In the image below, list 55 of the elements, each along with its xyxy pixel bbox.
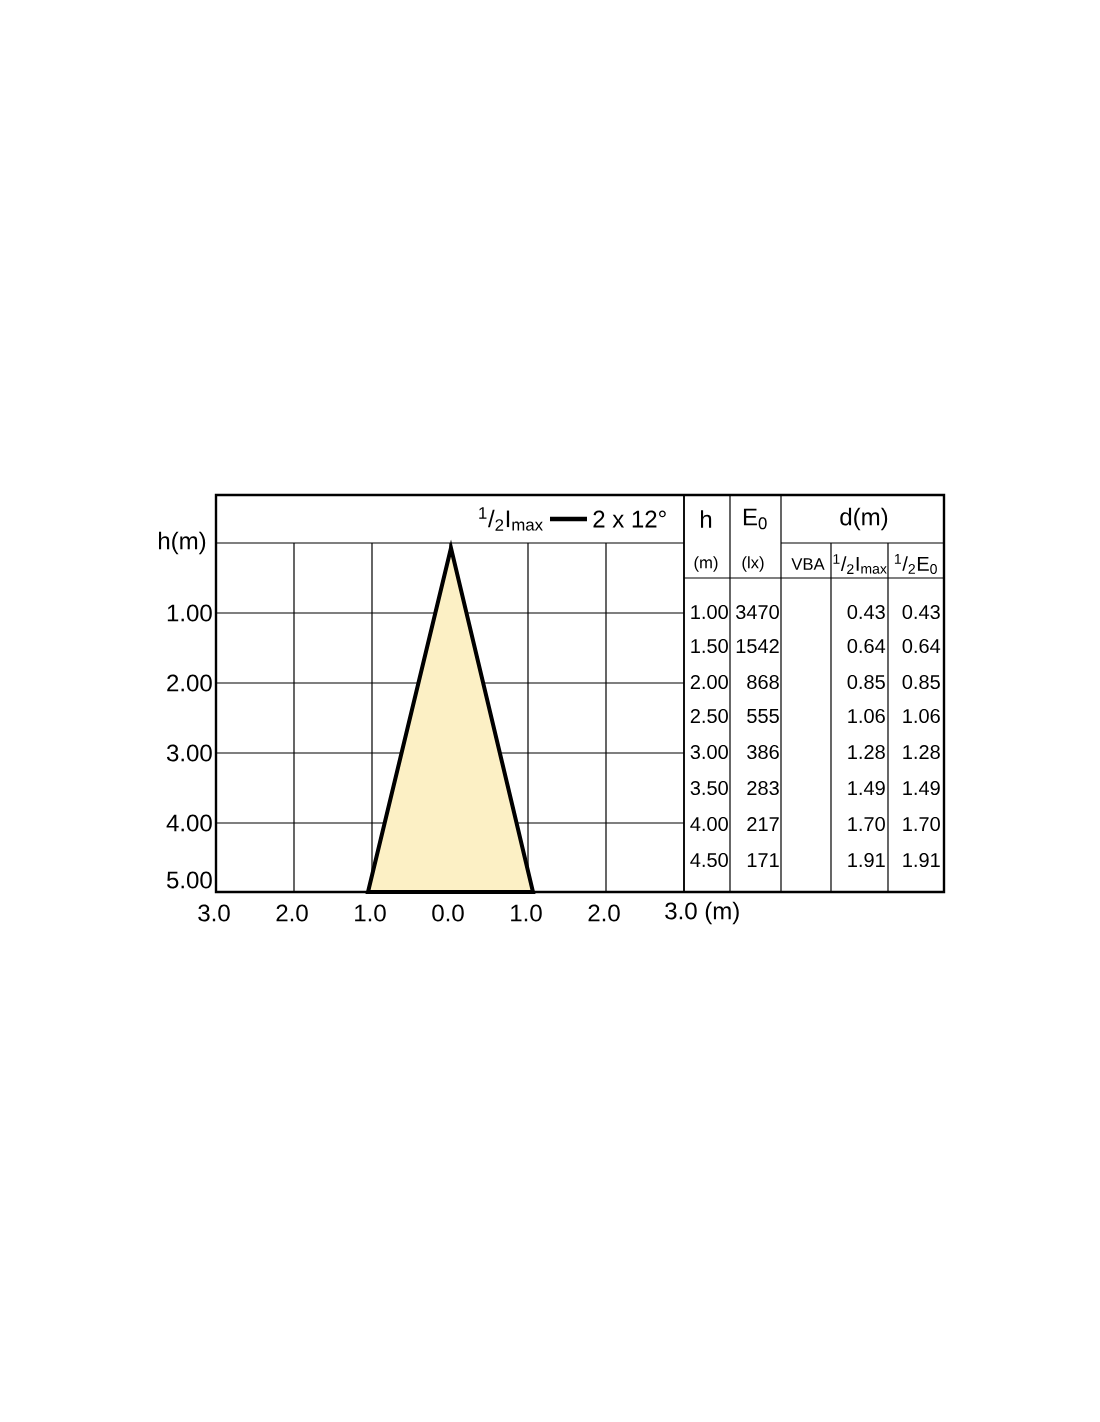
table-cell: 0.85 (847, 674, 885, 690)
table-cell: 0.64 (902, 638, 941, 654)
tick-label: 5.00 (167, 871, 212, 889)
table-cell: 4.00 (690, 816, 728, 832)
column-header: VBA (791, 558, 825, 570)
table-cell: 1.06 (903, 708, 940, 724)
column-header: h (701, 510, 712, 528)
table-cell: 0.43 (902, 604, 940, 620)
table-cell: 0.85 (902, 674, 940, 690)
table-cell: 3470 (736, 604, 779, 620)
table-cell: 1.00 (691, 604, 728, 620)
table-cell: 3.00 (690, 744, 728, 760)
table-cell: 2.50 (690, 708, 728, 724)
table-cell: 1.50 (691, 638, 728, 654)
tick-label: 1.00 (167, 604, 212, 622)
axis-title: h(m) (159, 531, 206, 555)
tick-label: 2.0 (588, 904, 620, 922)
table-cell: 555 (747, 709, 779, 723)
table-cell: 1.91 (903, 852, 940, 868)
table-cell: 0.43 (847, 604, 885, 620)
tick-label: 1.0 (511, 904, 542, 922)
legend-text: 2 x 12° (593, 510, 666, 528)
column-header: $^{1}$/$_{2}$I$_{max}$ (833, 554, 887, 574)
column-header: d(m) (840, 507, 888, 531)
table-cell: 1542 (736, 638, 779, 654)
tick-label: 3.0 (m) (665, 901, 739, 925)
tick-label: 3.00 (166, 744, 212, 762)
table-cell: 4.50 (690, 852, 728, 868)
table-cell: 386 (747, 744, 779, 760)
table-cell: 1.91 (848, 852, 885, 868)
tick-label: 4.00 (166, 814, 212, 832)
table-cell: 1.06 (848, 708, 885, 724)
table-cell: 2.00 (690, 674, 728, 690)
table-cell: 1.49 (848, 780, 885, 796)
table-cell: 1.28 (848, 744, 885, 760)
tick-label: 0.0 (432, 904, 464, 922)
table-cell: 1.49 (903, 780, 940, 796)
column-header: (lx) (742, 556, 764, 572)
table-cell: 0.64 (847, 638, 886, 654)
column-header: (m) (694, 556, 718, 572)
tick-label: 1.0 (355, 904, 386, 922)
column-header: E$_{0}$ (743, 508, 767, 530)
table-cell: 217 (747, 817, 779, 831)
table-cell: 3.50 (690, 780, 728, 796)
table-cell: 868 (747, 674, 779, 690)
tick-label: 2.00 (167, 674, 212, 692)
column-header: $^{1}$/$_{2}$E$_{0}$ (894, 554, 937, 574)
table-cell: 1.70 (848, 816, 885, 832)
table-cell: 1.28 (903, 744, 940, 760)
table-cell: 171 (747, 853, 779, 867)
tick-label: 2.0 (276, 904, 308, 922)
legend-text: $^{1}$/$_{2}$I$_{max}$ (479, 507, 543, 531)
tick-label: 3.0 (198, 904, 230, 922)
table-cell: 1.70 (903, 816, 940, 832)
table-cell: 283 (747, 780, 779, 796)
